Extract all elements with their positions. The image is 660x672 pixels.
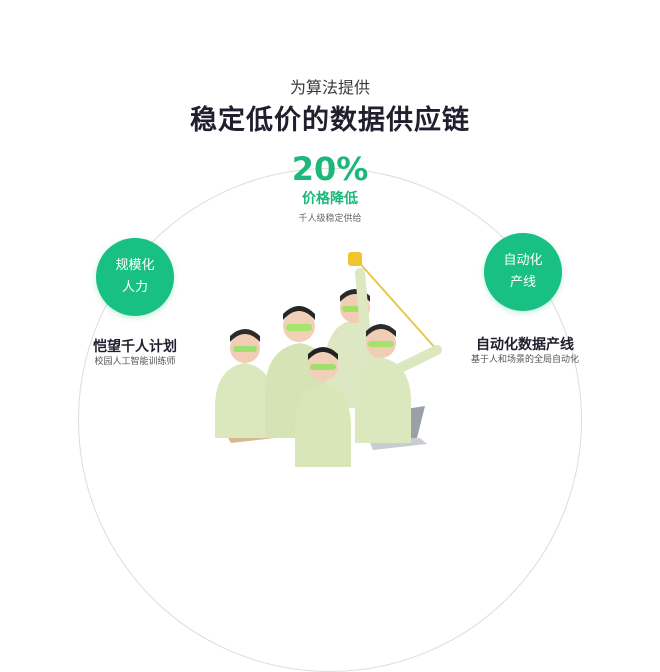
automation-line-badge: 自动化 产线	[484, 233, 562, 311]
badge-line-1: 自动化	[503, 253, 543, 268]
stat-value: 20%	[291, 150, 369, 188]
scale-workforce-badge: 规模化 人力	[96, 238, 174, 316]
person-left	[215, 329, 275, 438]
person-right	[355, 324, 442, 443]
badge-line-1: 规模化	[115, 258, 155, 273]
page-title: 稳定低价的数据供应链	[190, 105, 470, 136]
left-feature-subtitle: 校园人工智能训练师	[94, 357, 176, 367]
badge-line-2: 产线	[509, 275, 536, 290]
right-feature-subtitle: 基于人和场景的全局自动化	[470, 355, 579, 365]
tape-measure-icon	[348, 252, 362, 266]
person-front	[295, 347, 351, 467]
header-subtitle: 为算法提供	[289, 78, 370, 97]
left-feature-title: 恺望千人计划	[93, 339, 177, 355]
right-feature-title: 自动化数据产线	[476, 337, 574, 353]
tape-line	[354, 257, 438, 351]
stat-caption: 千人级稳定供给	[298, 214, 362, 224]
team-photo	[215, 252, 442, 467]
badge-line-2: 人力	[121, 280, 148, 295]
stat-label: 价格降低	[302, 191, 358, 207]
